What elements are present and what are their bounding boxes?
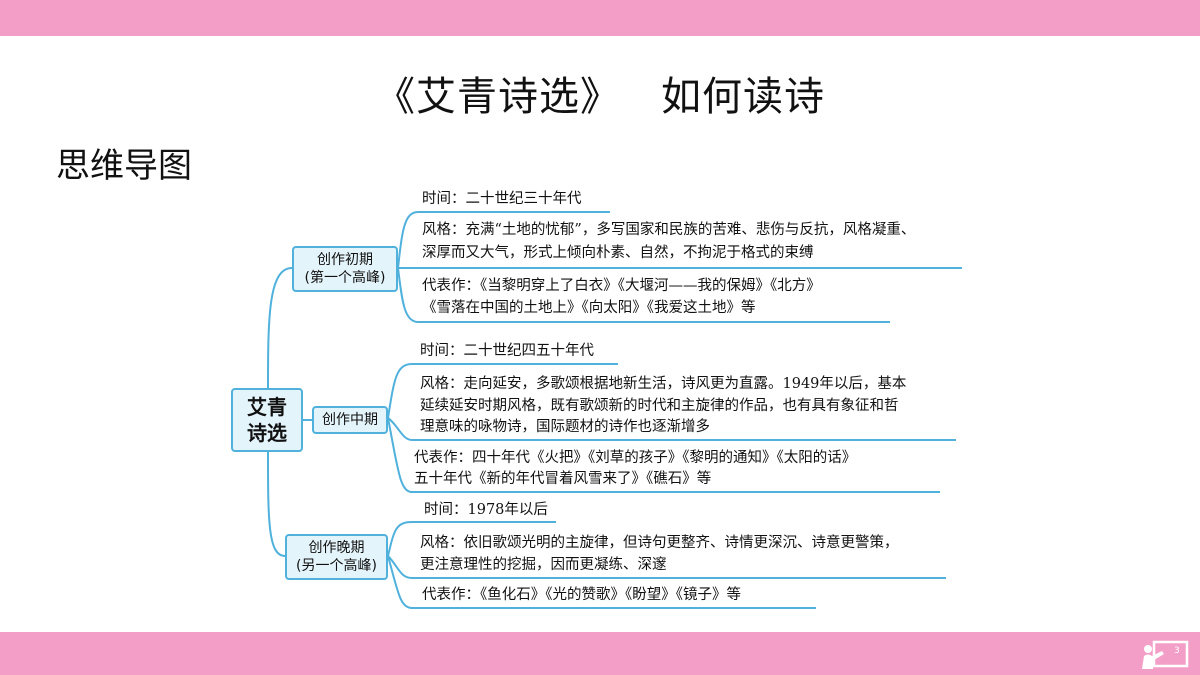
bottom-band xyxy=(0,632,1200,675)
root-line2: 诗选 xyxy=(247,421,287,445)
page-number: 3 xyxy=(1174,646,1180,656)
branch-node-middle: 创作中期 xyxy=(312,406,388,434)
title-book: 《艾青诗选》 xyxy=(375,74,621,120)
early-time: 时间：二十世纪三十年代 xyxy=(422,191,582,207)
top-band xyxy=(0,0,1200,36)
page-title: 《艾青诗选》如何读诗 xyxy=(0,64,1200,122)
connector-late-style xyxy=(387,555,413,579)
connector-middle-works xyxy=(387,417,413,493)
middle-time: 时间：二十世纪四五十年代 xyxy=(420,343,594,359)
connector-early-works xyxy=(397,267,419,323)
early-style-line: 深厚而又大气，形式上倾向朴素、自然，不拘泥于格式的束缚 xyxy=(422,245,814,261)
presentation-page-icon: 3 xyxy=(1142,640,1189,669)
root-node: 艾青 诗选 xyxy=(231,388,303,452)
late-time: 时间：1978年以后 xyxy=(424,502,548,518)
connector-middle-style xyxy=(387,417,413,441)
title-topic: 如何读诗 xyxy=(661,74,825,120)
branch-label: 创作初期 xyxy=(317,252,373,268)
connector-late-time xyxy=(387,521,413,557)
late-style-line: 更注意理性的挖掘，因而更凝练、深邃 xyxy=(420,557,667,573)
branch-label-sub: (第一个高峰) xyxy=(304,270,386,286)
middle-style-line: 理意味的咏物诗，国际题材的诗作也逐渐增多 xyxy=(420,419,710,435)
branch-label-sub: (另一个高峰) xyxy=(296,558,377,574)
branch-node-early: 创作初期 (第一个高峰) xyxy=(292,246,398,292)
early-works-line: 《雪落在中国的土地上》《向太阳》《我爱这土地》等 xyxy=(422,300,756,316)
middle-works-line: 五十年代《新的年代冒着风雪来了》《礁石》等 xyxy=(414,471,712,487)
branch-label: 创作中期 xyxy=(322,412,378,428)
connector-early-time xyxy=(397,211,419,269)
early-style-line: 风格：充满“土地的忧郁”，多写国家和民族的苦难、悲伤与反抗，风格凝重、 xyxy=(422,222,916,238)
middle-style-line: 延续延安时期风格，既有歌颂新的时代和主旋律的作品，也有具有象征和哲 xyxy=(420,398,899,414)
connector-late-works xyxy=(387,555,413,609)
late-works-line: 代表作：《鱼化石》《光的赞歌》《盼望》《镜子》等 xyxy=(422,587,741,603)
middle-works-line: 代表作：四十年代《火把》《刘草的孩子》《黎明的通知》《太阳的话》 xyxy=(414,450,857,466)
middle-style-line: 风格：走向延安，多歌颂根据地新生活，诗风更为直露。1949年以后，基本 xyxy=(420,376,907,392)
connector-middle-time xyxy=(387,363,413,419)
root-line1: 艾青 xyxy=(247,395,287,419)
section-subtitle: 思维导图 xyxy=(56,146,192,186)
connector-root-early xyxy=(267,267,293,393)
connector-root-late xyxy=(267,449,286,557)
early-works-line: 代表作：《当黎明穿上了白衣》《大堰河——我的保姆》《北方》 xyxy=(422,278,821,294)
branch-label: 创作晚期 xyxy=(308,540,365,556)
late-style-line: 风格：依旧歌颂光明的主旋律，但诗句更整齐、诗情更深沉、诗意更警策， xyxy=(420,535,899,551)
branch-node-late: 创作晚期 (另一个高峰) xyxy=(285,534,388,580)
